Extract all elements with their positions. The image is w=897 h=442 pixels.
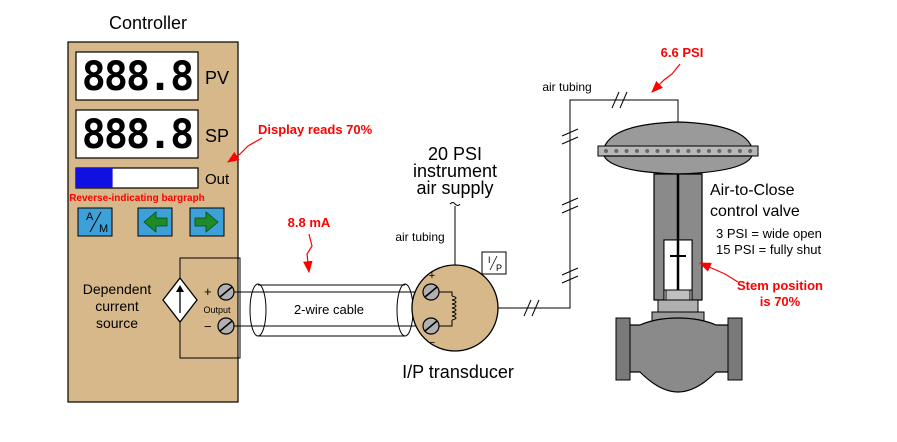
am-m-label: M xyxy=(99,223,108,235)
ip-plus-sign: + xyxy=(429,270,435,282)
output-minus-sign: − xyxy=(204,319,212,334)
actuator-diaphragm-bottom xyxy=(603,155,753,175)
supply-line3: air supply xyxy=(416,178,493,198)
source-label-line1: Dependent xyxy=(83,281,152,297)
bolt xyxy=(717,149,722,153)
ip-tag-p: P xyxy=(496,263,502,273)
output-terminal-minus[interactable] xyxy=(217,317,235,335)
pv-display xyxy=(75,51,199,101)
decrease-button[interactable] xyxy=(137,207,173,237)
bolt xyxy=(634,149,639,153)
display-reads-arrow xyxy=(227,137,263,163)
annotations: Display reads 70% 8.8 mA 6.6 PSI Stem po… xyxy=(227,45,823,309)
display-reads-annotation: Display reads 70% xyxy=(258,122,373,137)
bolt xyxy=(727,149,732,153)
sp-label: SP xyxy=(205,126,229,146)
right-arrow-icon xyxy=(194,211,219,233)
bolt xyxy=(614,149,619,153)
pressure-arrow xyxy=(651,63,681,93)
bolt xyxy=(624,149,629,153)
auto-manual-button[interactable]: A M xyxy=(77,207,113,237)
output-label: Output xyxy=(203,305,231,315)
output-plus-sign: + xyxy=(204,284,212,299)
output-terminal-plus[interactable] xyxy=(217,283,235,301)
pressure-annotation: 6.6 PSI xyxy=(661,45,704,60)
bolt xyxy=(665,149,670,153)
pv-display-digits: 888.8 xyxy=(82,54,192,100)
controller-title: Controller xyxy=(109,13,187,33)
ip-terminal-minus[interactable] xyxy=(422,317,440,335)
current-arrow xyxy=(303,233,313,274)
bolt xyxy=(655,149,660,153)
bolt xyxy=(645,149,650,153)
supply-tubing-label: air tubing xyxy=(395,230,444,244)
stem-arrow xyxy=(698,262,739,283)
stem-annotation-line2: is 70% xyxy=(760,294,801,309)
supply-line1: 20 PSI xyxy=(428,144,482,164)
controller: Controller 888.8 PV 888.8 SP Out Reverse… xyxy=(67,13,241,403)
valve-tubing-label: air tubing xyxy=(542,80,591,94)
out-label: Out xyxy=(205,171,230,188)
ip-transducer: + − I/P transducer I P xyxy=(402,251,514,382)
bolt xyxy=(604,149,608,153)
bolt xyxy=(686,149,691,153)
control-valve: Air-to-Close control valve 3 PSI = wide … xyxy=(597,121,822,393)
cable-label: 2-wire cable xyxy=(294,302,364,317)
ip-tag xyxy=(481,251,507,275)
valve-note2: 15 PSI = fully shut xyxy=(716,242,822,257)
actuator-diaphragm-top xyxy=(603,121,753,149)
ip-terminal-plus[interactable] xyxy=(422,283,440,301)
current-annotation: 8.8 mA xyxy=(288,215,331,230)
output-bargraph-fill xyxy=(76,168,113,188)
source-label-line2: current xyxy=(95,298,139,314)
bolt xyxy=(748,149,753,153)
valve-note1: 3 PSI = wide open xyxy=(716,226,822,241)
coil-icon xyxy=(451,295,457,321)
bargraph-caption: Reverse-indicating bargraph xyxy=(69,193,205,204)
source-label-line3: source xyxy=(96,315,138,331)
valve-title-line1: Air-to-Close xyxy=(710,182,795,199)
valve-body xyxy=(619,317,739,393)
signal-air-tubing: air tubing xyxy=(498,80,679,317)
air-supply: 20 PSI instrument air supply air tubing xyxy=(395,144,497,265)
sp-display xyxy=(75,109,199,159)
stem-annotation-line1: Stem position xyxy=(737,278,823,293)
valve-title-line2: control valve xyxy=(710,203,800,220)
pv-label: PV xyxy=(205,68,229,88)
valve-bonnet xyxy=(657,299,699,313)
increase-button[interactable] xyxy=(189,207,225,237)
ip-transducer-label: I/P transducer xyxy=(402,362,514,382)
bolt xyxy=(707,149,711,153)
sp-display-digits: 888.8 xyxy=(82,112,192,158)
bolt xyxy=(737,149,742,153)
valve-flange-left xyxy=(615,317,631,381)
two-wire-cable: 2-wire cable xyxy=(234,283,426,337)
ip-minus-sign: − xyxy=(429,337,435,349)
bolt xyxy=(676,149,681,153)
valve-flange-right xyxy=(727,317,743,381)
ip-transducer-body xyxy=(411,264,499,352)
supply-line2: instrument xyxy=(413,161,497,181)
am-a-label: A xyxy=(86,211,94,223)
actuator-bolts xyxy=(604,149,753,153)
ip-tag-i: I xyxy=(488,255,491,265)
left-arrow-icon xyxy=(143,211,168,233)
bolt xyxy=(696,149,701,153)
